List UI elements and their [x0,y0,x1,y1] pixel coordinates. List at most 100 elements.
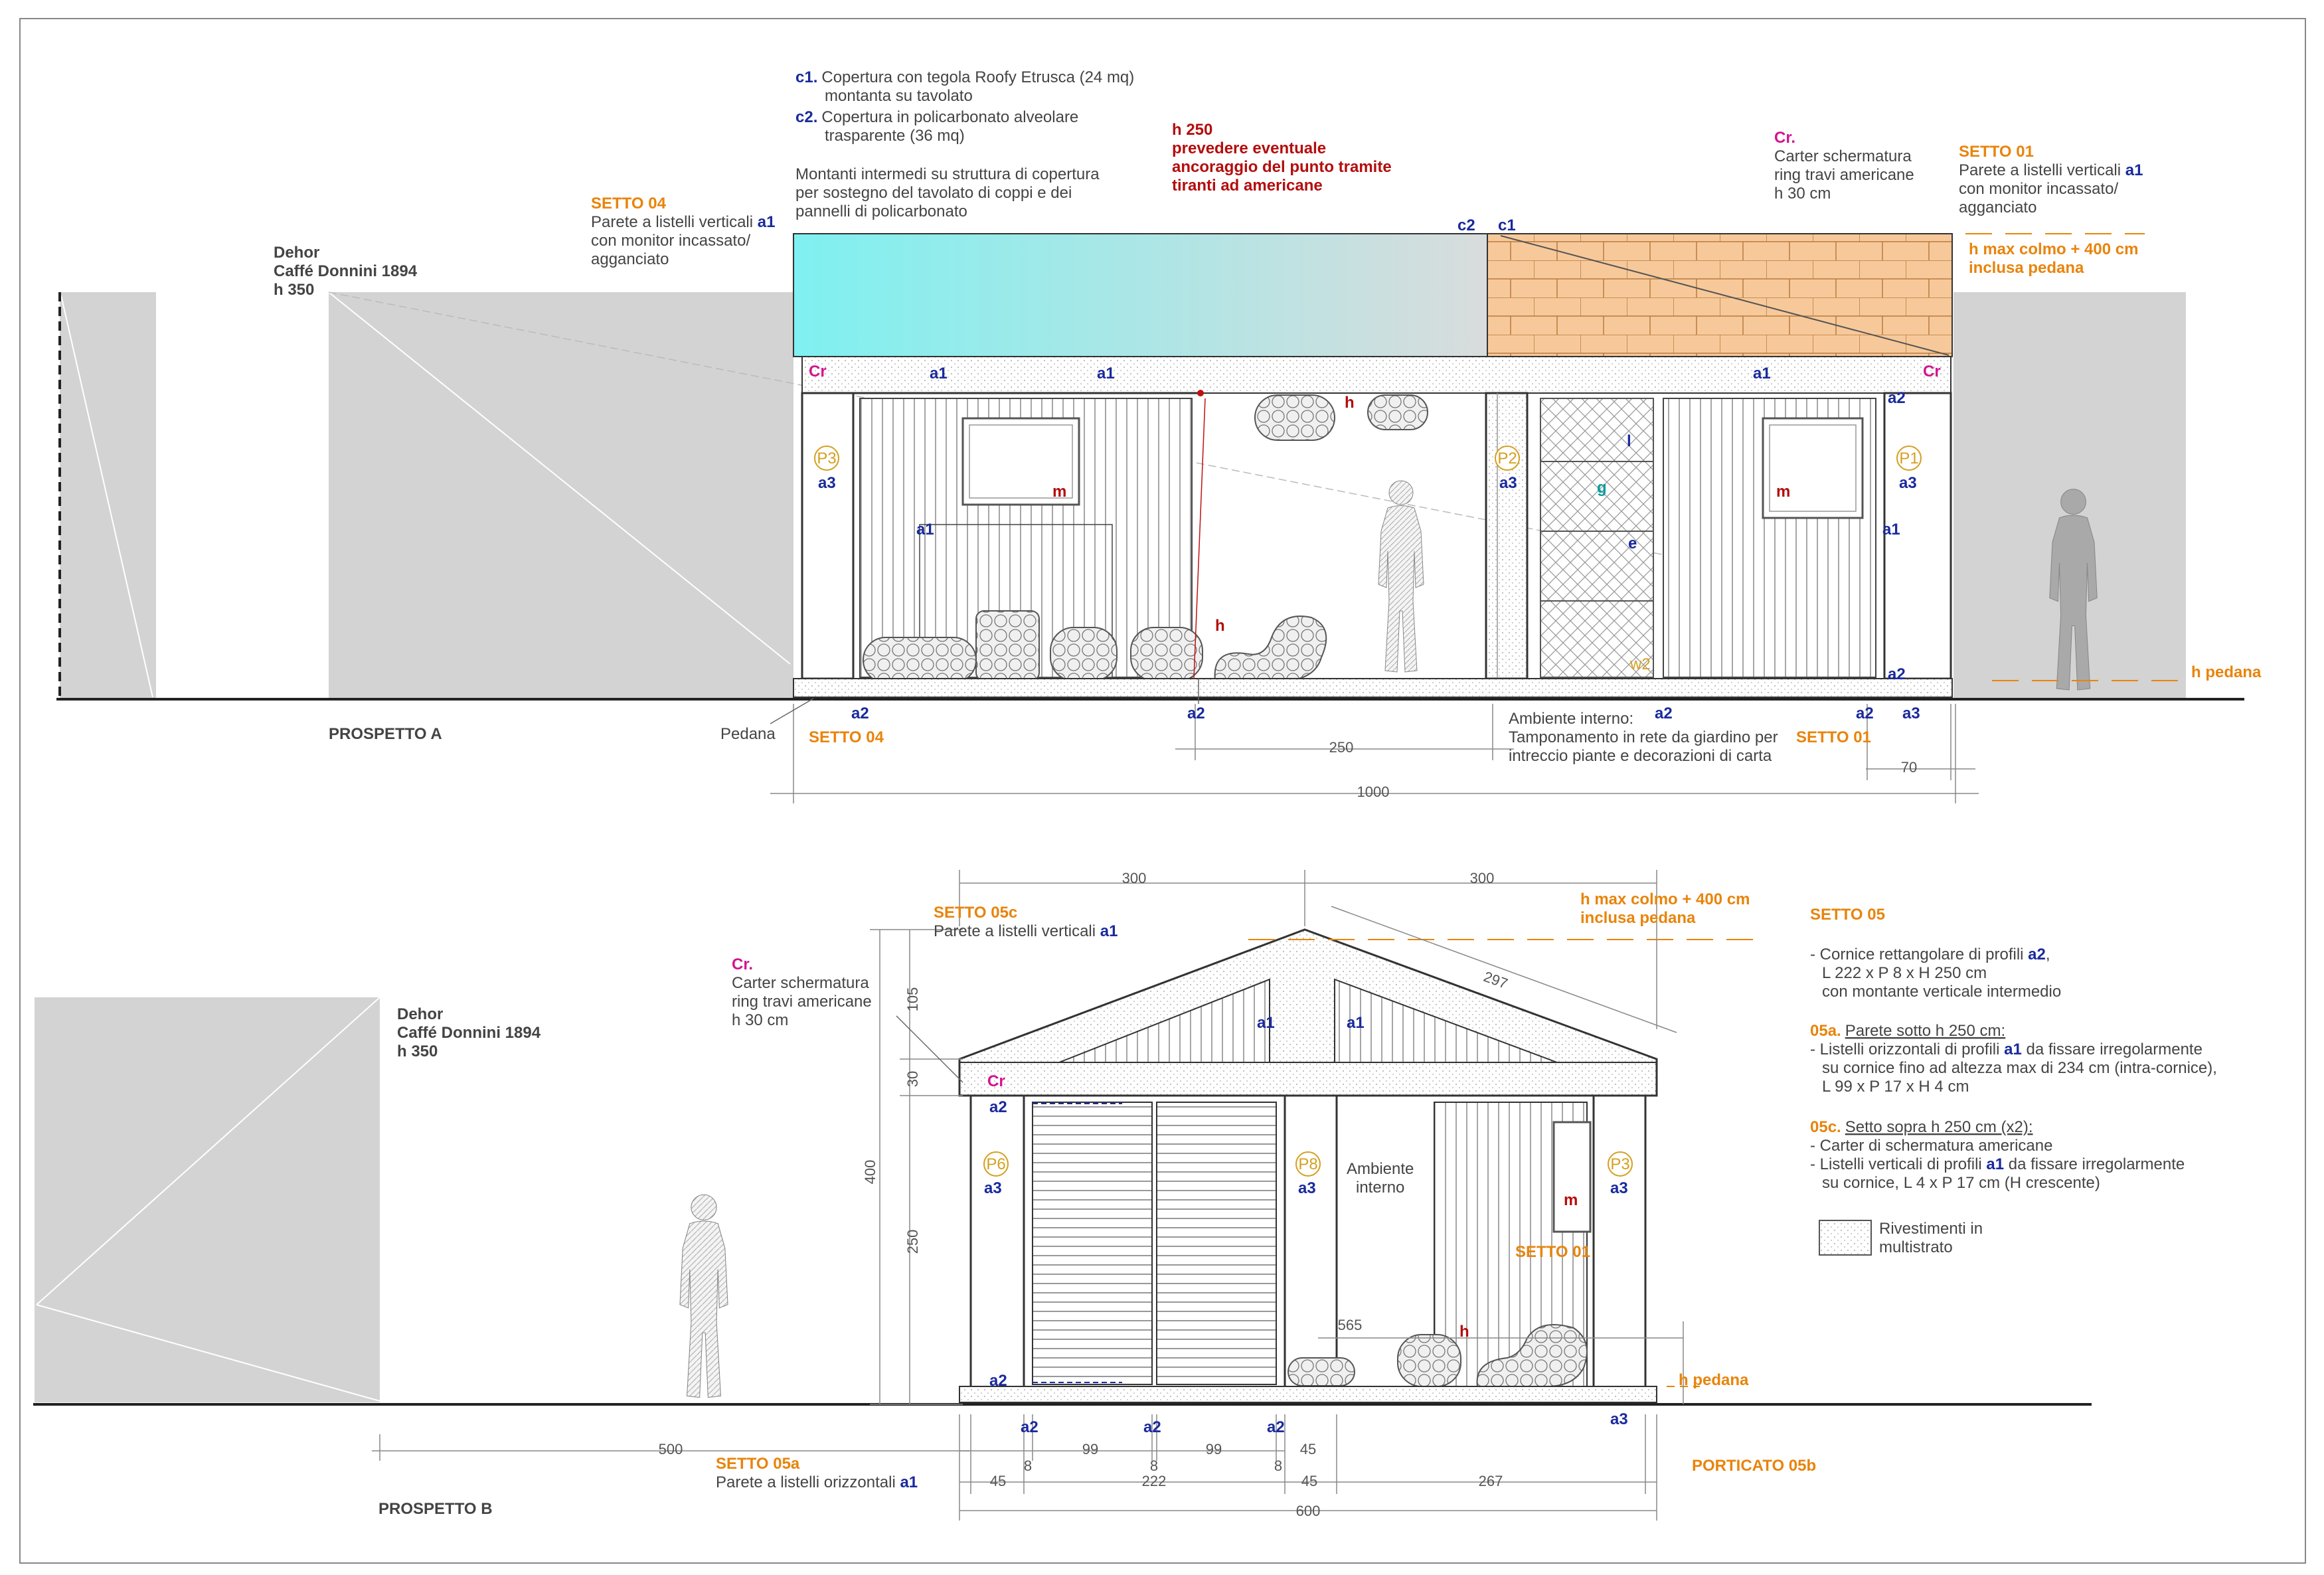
montanti-line2: per sostegno del tavolato di coppi e dei [795,184,1072,202]
horizontal-slat-panel-2 [1156,1102,1277,1385]
ambiente-line2-b: interno [1356,1179,1404,1197]
dim-8-b: 8 [1150,1457,1158,1474]
dim-45-mid: 45 [1301,1473,1317,1489]
setto04-code: a1 [758,213,776,231]
label-a3-b2: a3 [1298,1179,1316,1197]
marker-p3-b: P3 [1610,1155,1629,1173]
human-figure-icon [1378,480,1424,673]
ambiente-line1-a: Ambiente interno: [1509,710,1633,728]
label-w2: w2 [1629,655,1651,673]
pillar-p3-b [1592,1094,1647,1389]
pouf-b2 [1397,1334,1461,1387]
setto05-a-line2: L 222 x P 8 x H 250 cm [1822,964,1987,982]
label-c1: c1 [1498,216,1516,234]
p-circle-marker-icon [1495,446,1520,471]
setto05-a-line1: - Cornice rettangolare di profili [1810,946,2028,963]
pedana-a [793,678,1953,698]
svg-text:- Listelli orizzontali di prof: - Listelli orizzontali di profili a1 da … [1810,1040,2202,1058]
setto05-c-line1: - Carter di schermatura americane [1810,1137,2052,1155]
cr-code-b: Cr. [732,955,753,973]
marker-p1-a: P1 [1899,450,1918,467]
label-a1-b2: a1 [1347,1014,1365,1032]
h250-line4: tiranti ad americane [1172,177,1323,195]
dim-8-c: 8 [1274,1457,1282,1474]
c2-line2: trasparente (36 mq) [825,127,965,145]
setto05-b-code: a1 [2004,1040,2022,1058]
prospetto-b-text: SETTO 05c Parete a listelli verticali a1… [378,870,2217,1519]
label-a2-b2: a2 [989,1372,1007,1390]
label-a3-b3: a3 [1610,1179,1628,1197]
setto05-b-title-rest: Parete sotto h 250 cm: [1845,1022,2005,1040]
prospetto-a [56,233,2244,803]
label-a2-6: a2 [1856,705,1874,722]
svg-text:Parete a listelli verticali a1: Parete a listelli verticali a1 [934,922,1118,940]
dim-297: 297 [1481,968,1510,992]
svg-text:Parete a listelli verticali a1: Parete a listelli verticali a1 [591,213,775,231]
cr-line2-b: ring travi americane [732,993,872,1011]
dehor-line1-a: Dehor [274,244,319,262]
label-a3-4: a3 [1899,474,1917,492]
label-l: l [1627,432,1631,450]
dehor-line3-b: h 350 [397,1042,438,1060]
legend-line2: multistrato [1879,1238,1953,1256]
cr-line3-a: h 30 cm [1774,185,1831,203]
label-a2-b4: a2 [1143,1418,1161,1436]
setto04-bottom: SETTO 04 [809,728,884,746]
svg-text:Parete a listelli verticali a1: Parete a listelli verticali a1 [1959,161,2143,179]
setto01-b: SETTO 01 [1515,1243,1590,1261]
setto05-b-line2: su cornice fino ad altezza max di 234 cm… [1822,1059,2217,1077]
h250-line3: ancoraggio del punto tramite [1172,158,1392,176]
label-m-2: m [1776,483,1790,501]
label-cr-left: Cr [809,363,827,380]
gable-roof-b [958,928,1658,1097]
h-pedana-a: h pedana [2191,663,2262,681]
setto05c-code: a1 [1100,922,1118,940]
c1-line2: montanta su tavolato [825,87,973,105]
setto05-a-code: a2 [2028,946,2046,963]
svg-text:c1.Copertura con tegola Roofy: c1.Copertura con tegola Roofy Etrusca (2… [795,68,1134,86]
hmax-line2-a: inclusa pedana [1969,259,2084,277]
label-a2-b1: a2 [989,1098,1007,1116]
label-a2-b3: a2 [1021,1418,1038,1436]
setto05-c-line2: - Listelli verticali di profili [1810,1155,1986,1173]
dim-250-b: 250 [904,1230,921,1254]
monitor-b [1552,1121,1592,1233]
polycarbonate-roof [793,233,1488,357]
dehor-block-a [329,292,793,699]
horizontal-slat-panel-1 [1032,1102,1153,1385]
label-c2: c2 [1457,216,1475,234]
setto05-c-title: 05c. [1810,1118,1841,1136]
c1-line1: Copertura con tegola Roofy Etrusca (24 m… [821,68,1134,86]
pillar-p8-b [1284,1094,1338,1389]
hmax-line1-a: h max colmo + 400 cm [1969,240,2138,258]
pillar-p6-b [969,1094,1025,1389]
setto01-line3: agganciato [1959,199,2036,216]
label-a2-4: a2 [1187,705,1205,722]
setto05a-title: SETTO 05a [716,1455,800,1473]
dim-45-left: 45 [990,1473,1006,1489]
label-cr-right: Cr [1923,363,1941,380]
pouf-4 [1130,627,1203,681]
setto04-line3: agganciato [591,250,669,268]
setto04-line1: Parete a listelli verticali [591,213,758,231]
p-circle-marker-icon [1896,446,1922,471]
pedana-b [959,1386,1657,1403]
svg-text:- Listelli verticali di profil: - Listelli verticali di profili a1 da fi… [1810,1155,2185,1173]
svg-text:c2.Copertura in policarbonato: c2.Copertura in policarbonato alveolare [795,108,1078,126]
dim-222: 222 [1142,1473,1167,1489]
label-a3-2: a3 [818,474,836,492]
marker-p2-a: P2 [1497,450,1517,467]
dim-250-a: 250 [1329,739,1354,756]
pillar-p3-a [801,392,855,680]
label-h-1: h [1345,394,1355,412]
label-h-b: h [1459,1323,1469,1341]
c1-code: c1. [795,68,817,86]
pillar-p1-a [1883,392,1952,680]
label-a1-b1: a1 [1257,1014,1275,1032]
svg-text:05a.Parete sotto h 250 cm:: 05a.Parete sotto h 250 cm: [1810,1022,2005,1040]
setto01-code: a1 [2125,161,2143,179]
lounge-chair-b [1476,1324,1588,1387]
cr-code-a: Cr. [1774,129,1795,147]
dim-500: 500 [659,1441,683,1457]
dim-8-a: 8 [1024,1457,1032,1474]
